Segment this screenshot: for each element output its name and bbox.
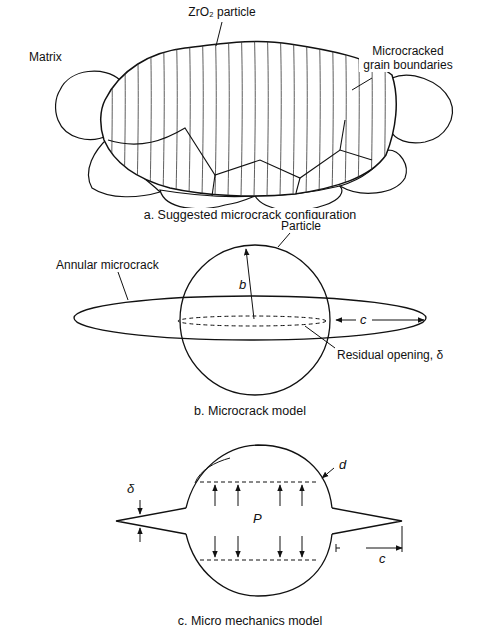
dimension-label: b — [238, 278, 247, 292]
facet-lines — [108, 120, 372, 196]
part-label: Microcracked grain boundaries — [359, 44, 457, 72]
part-label: Annular microcrack — [55, 258, 160, 272]
dimension-label: δ — [126, 482, 135, 496]
particle-hatching — [100, 38, 400, 200]
dimension-label: d — [338, 458, 347, 472]
dimension-label: c — [378, 552, 387, 566]
part-label: Residual opening, δ — [336, 348, 444, 362]
dimension-label: c — [359, 313, 368, 327]
micromechanics-model — [116, 445, 402, 596]
part-label: Matrix — [28, 50, 63, 64]
panel-caption: b. Microcrack model — [193, 404, 307, 418]
panel-caption: a. Suggested microcrack configuration — [143, 208, 358, 222]
leader-lines — [216, 22, 372, 90]
part-label: ZrO₂ particle — [187, 5, 256, 19]
panel-caption: c. Micro mechanics model — [177, 614, 324, 628]
load-label: P — [252, 512, 263, 526]
part-label: Particle — [280, 219, 322, 233]
